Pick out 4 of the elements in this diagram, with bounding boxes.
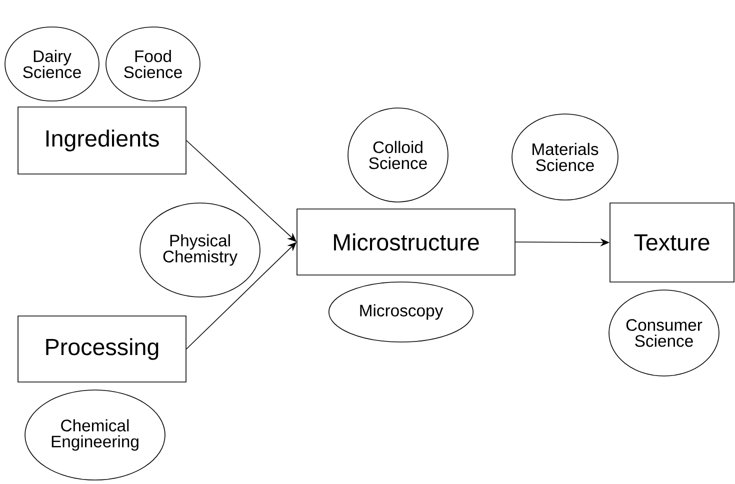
stage-box: Ingredients — [18, 106, 186, 174]
stage-box: Processing — [18, 316, 186, 382]
stage-box: Microstructure — [296, 208, 516, 276]
stage-box: Texture — [610, 202, 734, 282]
